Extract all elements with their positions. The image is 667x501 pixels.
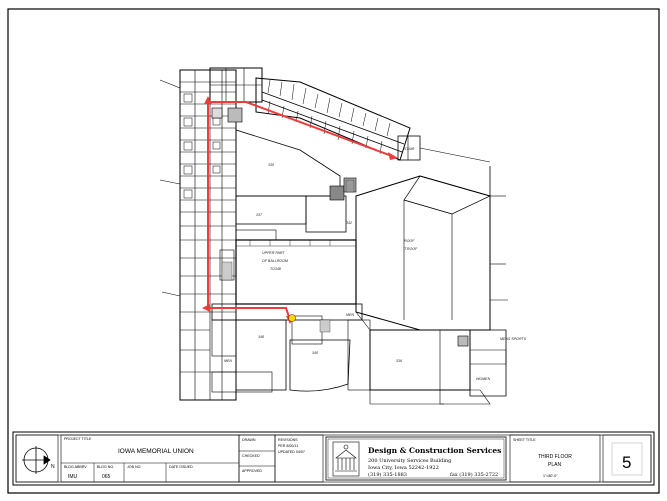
university-building-seal-icon bbox=[332, 441, 360, 477]
revision-1: PER 8/00/11 bbox=[278, 444, 298, 448]
title-block: N PROJECT TITLE IOWA MEMORIAL UNION BLDG… bbox=[12, 431, 655, 486]
central-block bbox=[235, 129, 357, 233]
ballroom-room-no: TO348 bbox=[270, 267, 281, 271]
sports-label: MENS SPORTS bbox=[500, 337, 527, 341]
room-348: 348 bbox=[258, 335, 264, 339]
men-room-label: MEN bbox=[346, 313, 354, 317]
mens-room-label: MEN bbox=[224, 359, 232, 363]
route-path bbox=[207, 101, 393, 321]
east-lower-wing bbox=[355, 311, 507, 405]
checked-caption: CHECKED bbox=[242, 454, 260, 458]
ballroom-line1: UPPER PART bbox=[262, 251, 285, 255]
ballroom-line2: OF BALLROOM bbox=[262, 259, 288, 263]
bldg-abbrev-caption: BLDG ABBRV bbox=[64, 465, 87, 469]
room-335: 335 bbox=[268, 163, 274, 167]
roof-label: ROOF bbox=[404, 239, 415, 243]
project-title-caption: PROJECT TITLE bbox=[64, 437, 92, 441]
sheet-border bbox=[7, 8, 660, 494]
date-issued-caption: DATE ISSUED bbox=[169, 465, 193, 469]
company-address-1: 200 University Services Building bbox=[368, 458, 452, 464]
sheet-number: 5 bbox=[622, 453, 631, 472]
room-342: 342 bbox=[346, 221, 352, 225]
room-337: 337 bbox=[256, 213, 263, 217]
company-phone: (319) 335-1883 bbox=[368, 471, 407, 478]
east-stair-label: STAIR bbox=[404, 147, 415, 151]
sheet-scale: 1"=80'-0" bbox=[543, 474, 558, 478]
womens-room-label: WOMEN bbox=[476, 377, 491, 381]
bldg-abbrev: IMU bbox=[68, 474, 78, 480]
room-336: 336 bbox=[396, 359, 402, 363]
sheet-title-line2: PLAN bbox=[548, 462, 561, 468]
plan-labels: UPPER PART OF BALLROOM TO348 ROOF T.ROOF… bbox=[224, 147, 527, 381]
project-title: IOWA MEMORIAL UNION bbox=[118, 448, 194, 455]
north-arrow-icon bbox=[22, 446, 51, 474]
drawn-caption: DRAWN bbox=[242, 438, 256, 442]
roof-hall bbox=[355, 166, 508, 331]
revisions-caption: REVISIONS bbox=[278, 438, 298, 442]
sheet-title-caption: SHEET TITLE bbox=[513, 438, 536, 442]
bldg-no-caption: BLDG NO. bbox=[97, 465, 114, 469]
stair-hatch bbox=[221, 179, 355, 333]
west-wing bbox=[159, 69, 237, 401]
company-address-2: Iowa City, Iowa 52242-1922 bbox=[368, 465, 439, 471]
company-fax: fax (319) 335-2722 bbox=[450, 471, 498, 478]
destination-marker bbox=[288, 314, 296, 322]
room-345: 345 bbox=[312, 351, 318, 355]
north-label: N bbox=[51, 464, 55, 470]
job-no-caption: JOB NO. bbox=[127, 465, 141, 469]
revision-2: UPDATED 04/07 bbox=[278, 450, 305, 454]
ballroom bbox=[219, 229, 357, 305]
sheet-title-line1: THIRD FLOOR bbox=[538, 454, 572, 460]
approved-caption: APPROVED bbox=[242, 469, 262, 473]
floor-plan bbox=[159, 67, 508, 405]
bldg-no: 065 bbox=[102, 474, 111, 480]
roof-no: T.ROOF bbox=[404, 247, 418, 251]
route-arrows bbox=[202, 96, 398, 324]
company-name: Design & Construction Services bbox=[368, 446, 501, 455]
diagonal-wing bbox=[255, 77, 491, 163]
